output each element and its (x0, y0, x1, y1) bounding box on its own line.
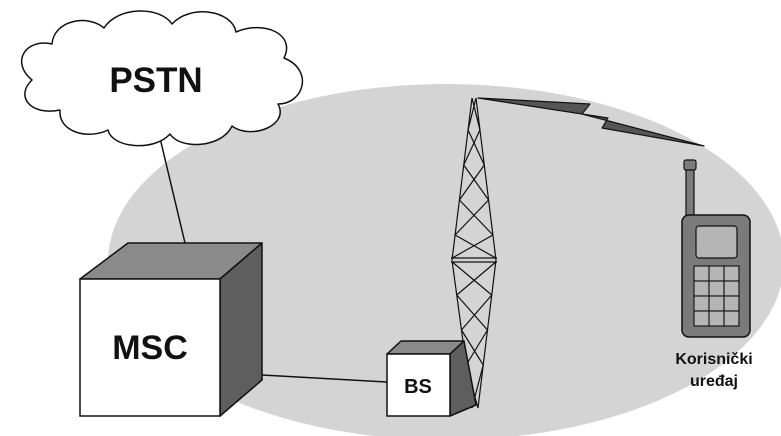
msc-bs-link (261, 374, 388, 383)
radio-link-bolt (477, 97, 705, 147)
bs-box-front (386, 353, 451, 417)
tower-brace (471, 97, 481, 131)
tower-brace (463, 164, 490, 201)
phone-key (708, 310, 725, 327)
tower-brace (465, 329, 488, 366)
phone-key (708, 280, 725, 297)
phone-key (723, 280, 740, 297)
tower-brace (456, 294, 488, 331)
device-label-line1: Korisnički (675, 351, 752, 368)
phone-key (708, 295, 725, 312)
tower-brace (451, 234, 494, 259)
tower-brace (467, 129, 485, 166)
tower (451, 97, 497, 409)
phone-key (693, 295, 710, 312)
msc-label: MSC (112, 329, 188, 367)
pstn-msc-link (159, 137, 186, 244)
tower-brace (460, 329, 484, 366)
phone-key (693, 265, 710, 282)
tower-brace (454, 234, 497, 259)
phone-antenna (685, 167, 695, 219)
phone-key (723, 295, 740, 312)
phone-antenna-tip (683, 159, 697, 171)
phone-key (723, 265, 740, 282)
phone-screen (695, 225, 738, 259)
msc-box: MSC (79, 242, 263, 417)
pstn-cloud: PSTN (20, 10, 304, 147)
tower-brace (458, 199, 494, 236)
tower-brace (451, 261, 493, 296)
pstn-label: PSTN (109, 61, 202, 100)
tower-brace (458, 164, 485, 201)
coverage-area (108, 84, 781, 436)
phone-key (693, 280, 710, 297)
phone-keypad (693, 265, 740, 327)
tower-brace (456, 261, 497, 296)
phone-key (693, 310, 710, 327)
device-label-line2: uređaj (690, 373, 738, 390)
tower-brace (461, 294, 493, 331)
tower-brace (454, 199, 490, 236)
bs-box: BS (386, 340, 477, 417)
phone-key (723, 310, 740, 327)
bs-label: BS (404, 376, 432, 398)
msc-box-front (79, 278, 221, 417)
phone-key (708, 265, 725, 282)
tower-brace (467, 97, 477, 131)
tower-brace (463, 129, 481, 166)
phone-icon (681, 159, 751, 338)
